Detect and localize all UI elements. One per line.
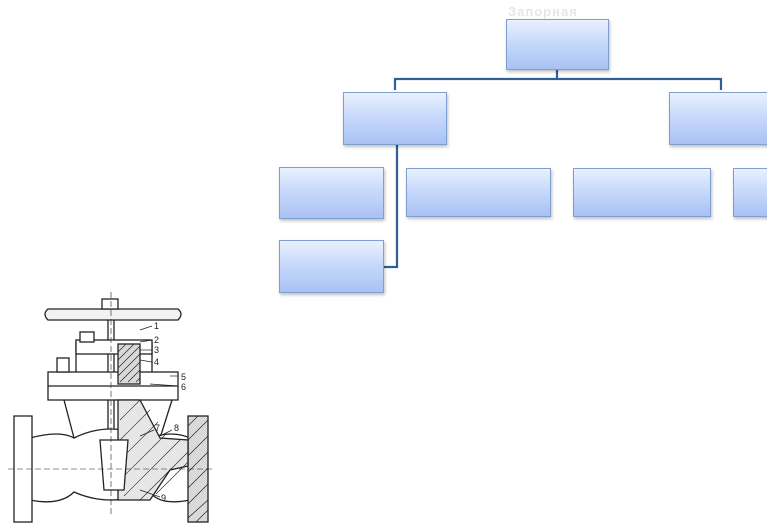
connector-left-branch [384,145,399,269]
connector-horizontal [393,77,723,90]
callout-1: 1 [154,321,159,331]
node-level2-right[interactable] [669,92,767,145]
callout-3: 3 [154,345,159,355]
packing-section [117,343,141,385]
node-level3-1[interactable] [279,167,384,219]
handwheel [44,308,182,321]
node-level3-4[interactable] [733,168,767,217]
body-section [117,399,189,501]
node-root[interactable] [506,19,609,70]
callout-4: 4 [154,357,159,367]
callout-2: 2 [154,335,159,345]
node-level2-left[interactable] [343,92,447,145]
yoke-nut [79,331,95,343]
faint-title-text: Запорная [508,4,578,19]
callout-5: 5 [181,372,186,382]
node-level4-1[interactable] [279,240,384,293]
callout-8: 8 [174,423,179,433]
gate-wedge [99,439,129,491]
callout-7: 7 [155,423,160,433]
node-level3-3[interactable] [573,168,711,217]
callout-9: 9 [161,493,166,503]
node-level3-2[interactable] [406,168,551,217]
callout-6: 6 [181,382,186,392]
handwheel-nut [101,298,119,310]
body-neck [63,399,173,439]
